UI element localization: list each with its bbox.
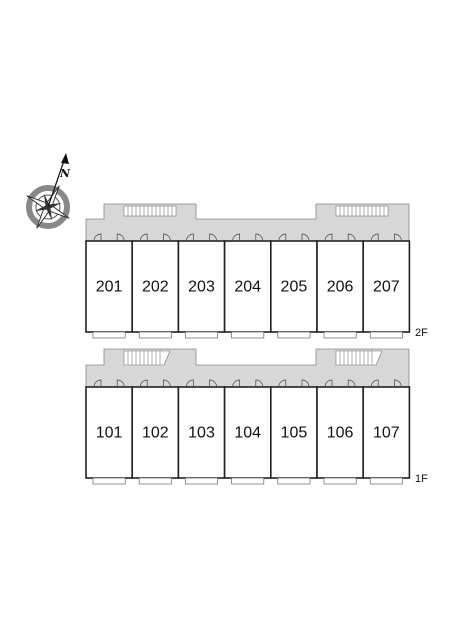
balcony [323, 477, 357, 485]
balcony [138, 331, 172, 339]
unit-number-label: 207 [373, 279, 400, 296]
unit-101[interactable]: 101 [85, 379, 134, 485]
unit-number-label: 101 [96, 425, 123, 442]
unit-number-label: 102 [142, 425, 169, 442]
unit-number-label: 105 [281, 425, 308, 442]
unit-204[interactable]: 204 [223, 233, 272, 339]
unit-number-label: 107 [373, 425, 400, 442]
door-swing-icon [324, 379, 333, 388]
unit-102[interactable]: 102 [131, 379, 180, 485]
unit-number-label: 205 [281, 279, 308, 296]
unit-number-label: 202 [142, 279, 169, 296]
balcony [277, 331, 311, 339]
unit-room [177, 240, 226, 333]
floor-label-2f: 2F [415, 327, 428, 339]
unit-room [131, 240, 180, 333]
stairs-2f-left [123, 205, 177, 217]
door-swing-icon [232, 379, 240, 388]
door-swing-icon [139, 379, 148, 388]
door-swing-icon [163, 233, 171, 242]
unit-202[interactable]: 202 [131, 233, 180, 339]
balcony [92, 477, 126, 485]
door-swing-icon [370, 379, 379, 388]
stairs-1f-right [335, 350, 383, 366]
unit-number-label: 203 [188, 279, 215, 296]
unit-number-label: 104 [234, 425, 261, 442]
balcony [138, 477, 172, 485]
door-swing-icon [232, 233, 240, 242]
door-swing-icon [186, 379, 194, 388]
door-swing-icon [370, 233, 379, 242]
stairs-1f-left [123, 350, 171, 366]
balcony [231, 477, 265, 485]
door-swing-icon [394, 233, 402, 242]
balcony [277, 477, 311, 485]
door-swing-icon [116, 233, 125, 242]
door-swing-icon [278, 379, 287, 388]
balcony [185, 331, 218, 339]
balcony [231, 331, 265, 339]
unit-107[interactable]: 107 [362, 379, 411, 485]
unit-number-label: 103 [188, 425, 215, 442]
door-swing-icon [93, 379, 102, 388]
unit-105[interactable]: 105 [269, 379, 318, 485]
unit-201[interactable]: 201 [85, 233, 134, 339]
door-swing-icon [324, 233, 333, 242]
unit-number-label: 204 [234, 279, 261, 296]
floor-1f-units: 101 102 103 104 105 106 107 [85, 379, 411, 485]
door-swing-icon [255, 379, 264, 388]
door-swing-icon [209, 233, 217, 242]
door-swing-icon [301, 233, 310, 242]
unit-104[interactable]: 104 [223, 379, 272, 485]
door-swing-icon [93, 233, 102, 242]
door-swing-icon [139, 233, 148, 242]
floor-2f-units: 201 202 203 204 205 206 207 [85, 233, 411, 339]
north-label: N [59, 167, 71, 180]
unit-number-label: 206 [327, 279, 354, 296]
unit-room [362, 240, 411, 333]
unit-number-label: 201 [96, 279, 123, 296]
door-swing-icon [347, 233, 356, 242]
compass-rose-icon: N [26, 153, 71, 229]
unit-106[interactable]: 106 [316, 379, 365, 485]
balcony [185, 477, 218, 485]
door-swing-icon [209, 379, 217, 388]
unit-205[interactable]: 205 [269, 233, 318, 339]
unit-room [269, 240, 318, 333]
balcony [323, 331, 357, 339]
door-swing-icon [394, 379, 402, 388]
unit-room [316, 386, 365, 479]
unit-103[interactable]: 103 [177, 379, 226, 485]
balcony [369, 331, 403, 339]
unit-206[interactable]: 206 [316, 233, 365, 339]
door-swing-icon [278, 233, 287, 242]
door-swing-icon [301, 379, 310, 388]
floor-label-1f: 1F [415, 473, 428, 485]
door-swing-icon [347, 379, 356, 388]
unit-203[interactable]: 203 [177, 233, 226, 339]
stairs-2f-right [335, 205, 389, 217]
door-swing-icon [116, 379, 125, 388]
unit-207[interactable]: 207 [362, 233, 411, 339]
balcony [92, 331, 126, 339]
door-swing-icon [186, 233, 194, 242]
unit-room [177, 386, 226, 479]
door-swing-icon [163, 379, 171, 388]
unit-number-label: 106 [327, 425, 354, 442]
balcony [369, 477, 403, 485]
door-swing-icon [255, 233, 264, 242]
